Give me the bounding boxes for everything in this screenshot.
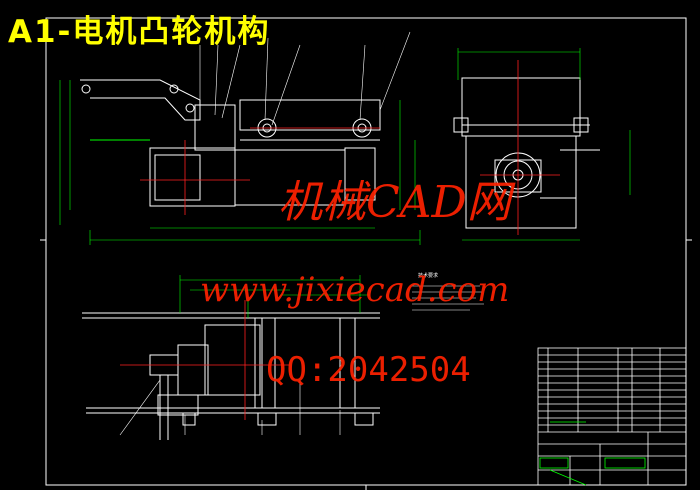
- watermark-qq: QQ:2042504: [266, 350, 471, 390]
- top-view-leaders: [119, 379, 341, 436]
- drawing-title: A1-电机凸轮机构: [8, 14, 271, 50]
- front-view-dimensions: [59, 80, 421, 245]
- top-view-dimensions: [179, 275, 370, 318]
- front-view-leaders: [199, 31, 411, 126]
- watermark-site-name: 机械CAD网: [278, 177, 511, 228]
- front-view-centerlines: [140, 127, 380, 215]
- top-view: [82, 312, 380, 440]
- tech-notes-heading: 技术要求: [418, 273, 439, 279]
- drawing-border: [40, 17, 692, 490]
- top-view-centerlines: [120, 300, 290, 420]
- side-view-centerlines: [480, 60, 560, 235]
- watermark-url: www.jixiecad.com: [200, 270, 510, 310]
- side-view-dimensions: [457, 48, 631, 241]
- front-view: [80, 79, 381, 207]
- title-block: [537, 347, 687, 486]
- tech-notes-lines: [412, 285, 484, 311]
